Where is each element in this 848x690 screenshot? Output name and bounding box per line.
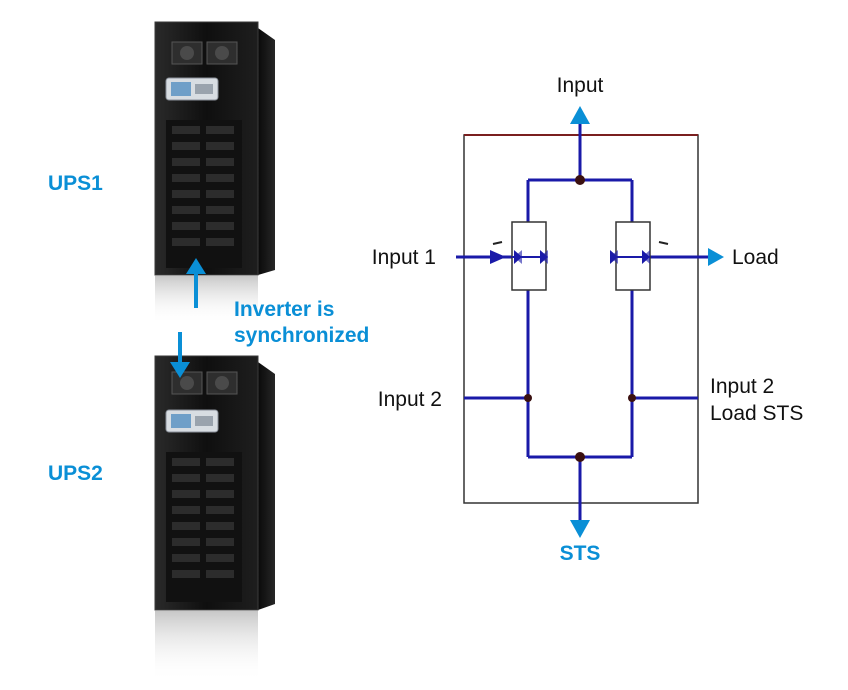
sts-schematic: Input Input 1 Input 2 Load Input 2 Load … <box>372 74 804 565</box>
load-arrow-icon <box>708 248 724 266</box>
load-sts-label: Load STS <box>710 402 803 425</box>
sync-text-line2: synchronized <box>234 324 369 347</box>
input1-label: Input 1 <box>372 246 436 269</box>
junction-nodes <box>524 175 636 462</box>
sts-frame <box>463 134 699 504</box>
ups1-module-slots <box>166 120 242 268</box>
ups1-cabinet <box>154 21 275 324</box>
sts-down-arrow-icon <box>570 520 590 538</box>
ups2-cabinet <box>154 355 275 681</box>
input2-right-label: Input 2 <box>710 375 774 398</box>
input-up-arrow-icon <box>570 106 590 124</box>
top-input-label: Input <box>557 74 604 97</box>
arrow-down-icon <box>170 362 190 378</box>
ups1-label: UPS1 <box>48 172 103 195</box>
input1-arrow-icon <box>490 250 506 264</box>
arrow-up-icon <box>186 258 206 274</box>
ups2-module-slots <box>166 452 242 602</box>
sts-label: STS <box>560 542 601 565</box>
ups2-label: UPS2 <box>48 462 103 485</box>
input2-left-label: Input 2 <box>378 388 442 411</box>
load-label: Load <box>732 246 779 269</box>
sync-arrows <box>170 258 206 378</box>
sync-text-line1: Inverter is <box>234 298 334 321</box>
switch-contact-icons <box>514 250 650 264</box>
